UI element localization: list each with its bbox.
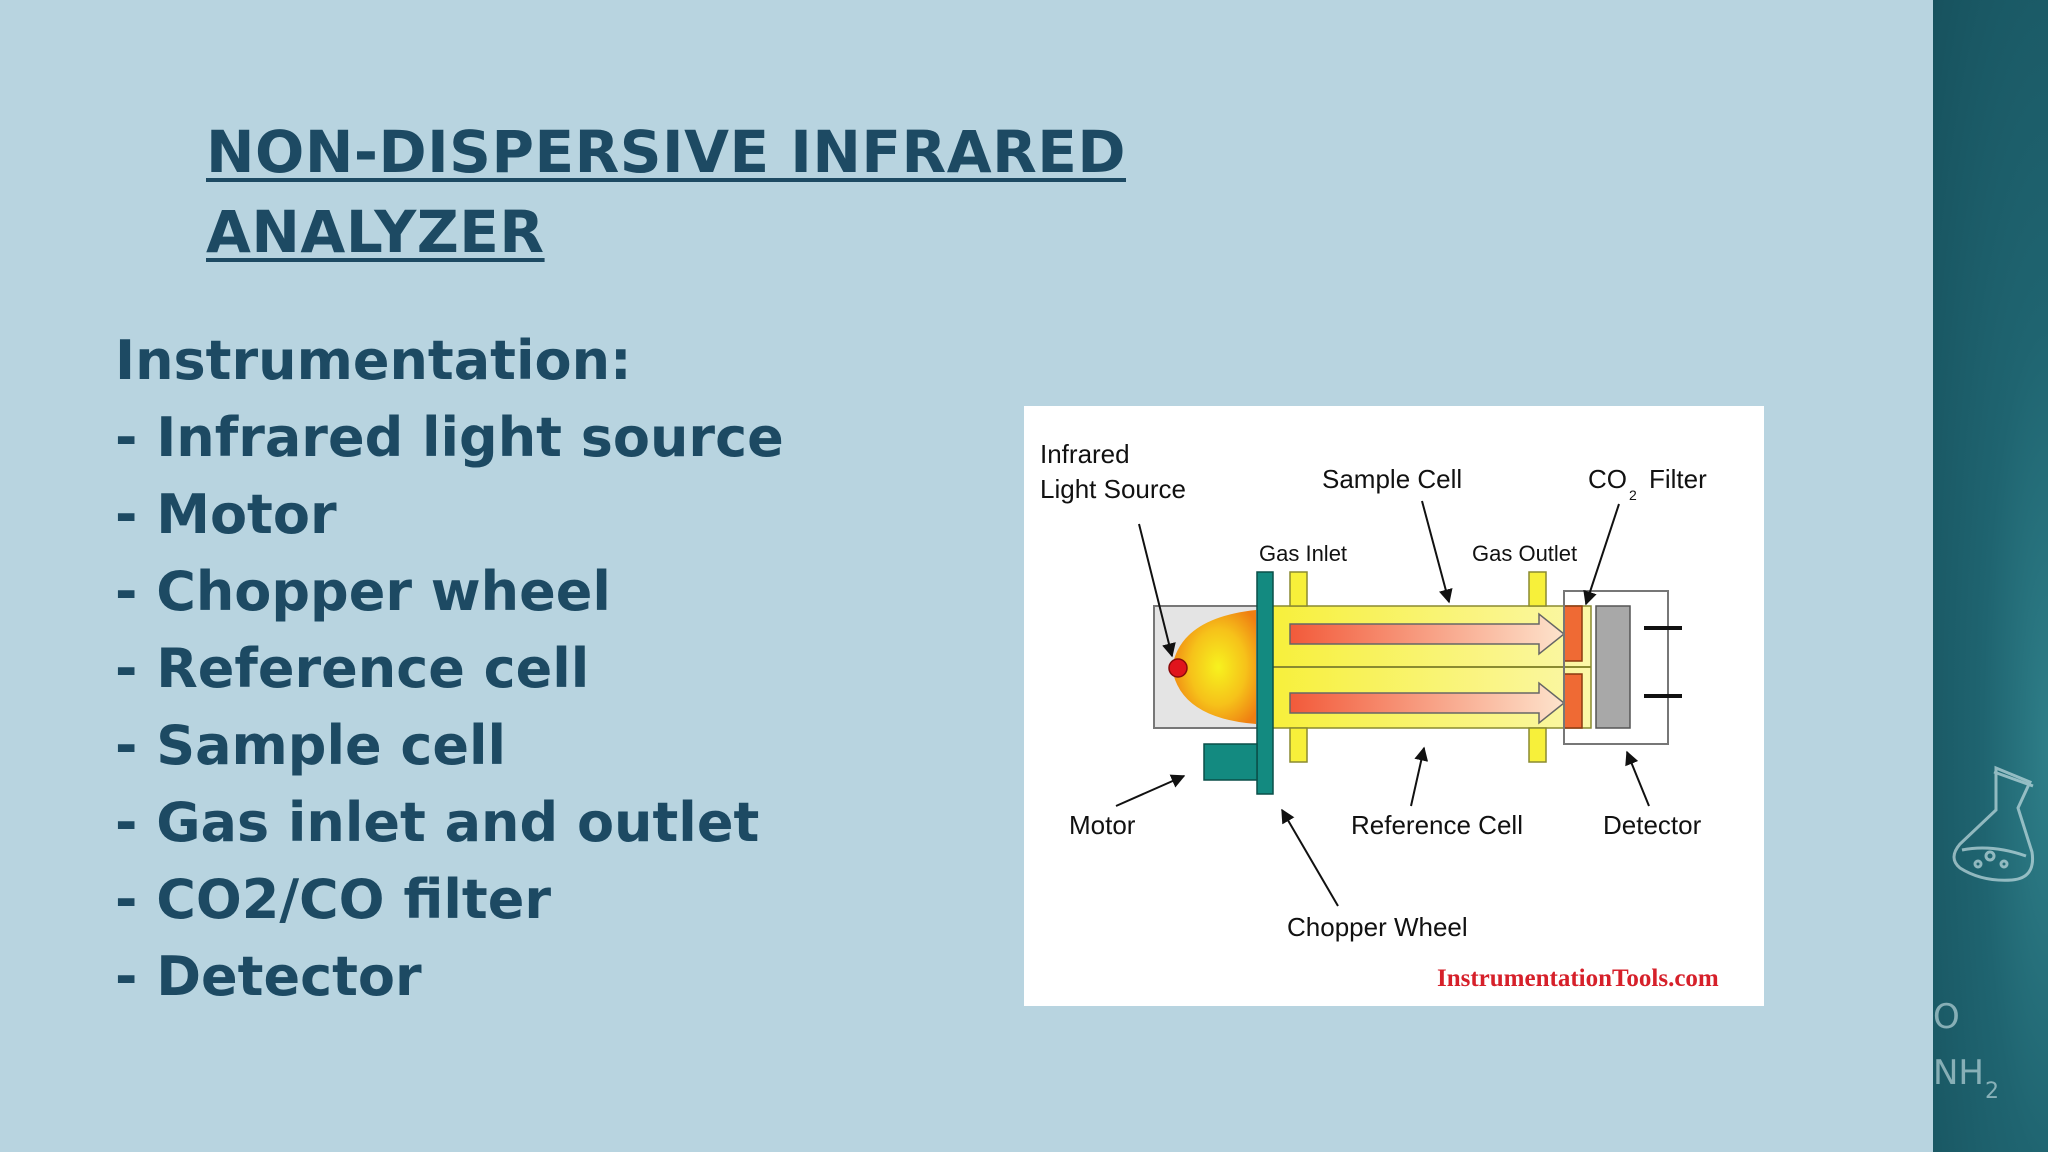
sample-beam-arrow: [1289, 612, 1566, 656]
label-reference-cell: Reference Cell: [1351, 810, 1523, 840]
label-filter: Filter: [1649, 464, 1707, 494]
label-co-subscript: 2: [1629, 487, 1637, 503]
gas-inlet-pipe: [1289, 571, 1308, 607]
label-motor: Motor: [1069, 810, 1136, 840]
arrow-detector: [1625, 750, 1650, 807]
instrumentation-list: Instrumentation: - Infrared light source…: [115, 322, 784, 1015]
detector-element: [1595, 605, 1631, 729]
chem-sub-text: 2: [1985, 1079, 1999, 1104]
list-item: - CO2/CO filter: [115, 868, 551, 931]
list-item: - Sample cell: [115, 714, 507, 777]
list-item: - Motor: [115, 483, 337, 546]
arrow-co2-filter: [1583, 503, 1620, 606]
label-gas-inlet: Gas Inlet: [1259, 541, 1347, 566]
list-item: - Detector: [115, 945, 422, 1008]
arrow-motor: [1115, 774, 1186, 807]
title-line-1: NON-DISPERSIVE INFRARED: [206, 118, 1127, 186]
chemistry-decoration: O NH 2: [1933, 997, 1999, 1104]
label-co: CO: [1588, 464, 1627, 494]
light-reflector: [1172, 610, 1256, 724]
ndir-diagram: Infrared Light Source Sample Cell CO 2 F…: [1024, 406, 1764, 1006]
list-item: - Chopper wheel: [115, 560, 611, 623]
list-item: - Infrared light source: [115, 406, 784, 469]
chem-nh-text: NH: [1933, 1053, 1984, 1093]
motor: [1203, 743, 1258, 781]
side-panel: [1933, 0, 2048, 1152]
list-item: - Reference cell: [115, 637, 590, 700]
flask-icon: [1952, 765, 2035, 882]
label-chopper-wheel: Chopper Wheel: [1287, 912, 1468, 942]
label-detector: Detector: [1603, 810, 1702, 840]
title-line-2: ANALYZER: [206, 198, 545, 266]
ndir-diagram-svg: Infrared Light Source Sample Cell CO 2 F…: [1040, 439, 1719, 992]
detector-housing: [1563, 590, 1669, 745]
chopper-wheel: [1256, 571, 1274, 795]
chem-o-text: O: [1933, 997, 1960, 1037]
reference-beam-arrow: [1289, 681, 1566, 725]
arrow-reference-cell: [1410, 746, 1429, 807]
page-title: NON-DISPERSIVE INFRARED ANALYZER: [206, 112, 1206, 272]
co2-filter: [1563, 605, 1583, 662]
light-source-dot: [1168, 658, 1188, 678]
arrow-light-source: [1138, 523, 1176, 658]
arrow-sample-cell: [1421, 500, 1453, 604]
credit-text: InstrumentationTools.com: [1437, 965, 1719, 992]
gas-outlet-pipe: [1528, 571, 1547, 607]
label-infrared: Infrared: [1040, 439, 1130, 469]
list-heading: Instrumentation:: [115, 329, 632, 392]
arrow-chopper-wheel: [1281, 808, 1339, 907]
label-light-source: Light Source: [1040, 474, 1186, 504]
label-gas-outlet: Gas Outlet: [1472, 541, 1577, 566]
label-sample-cell: Sample Cell: [1322, 464, 1462, 494]
list-item: - Gas inlet and outlet: [115, 791, 760, 854]
